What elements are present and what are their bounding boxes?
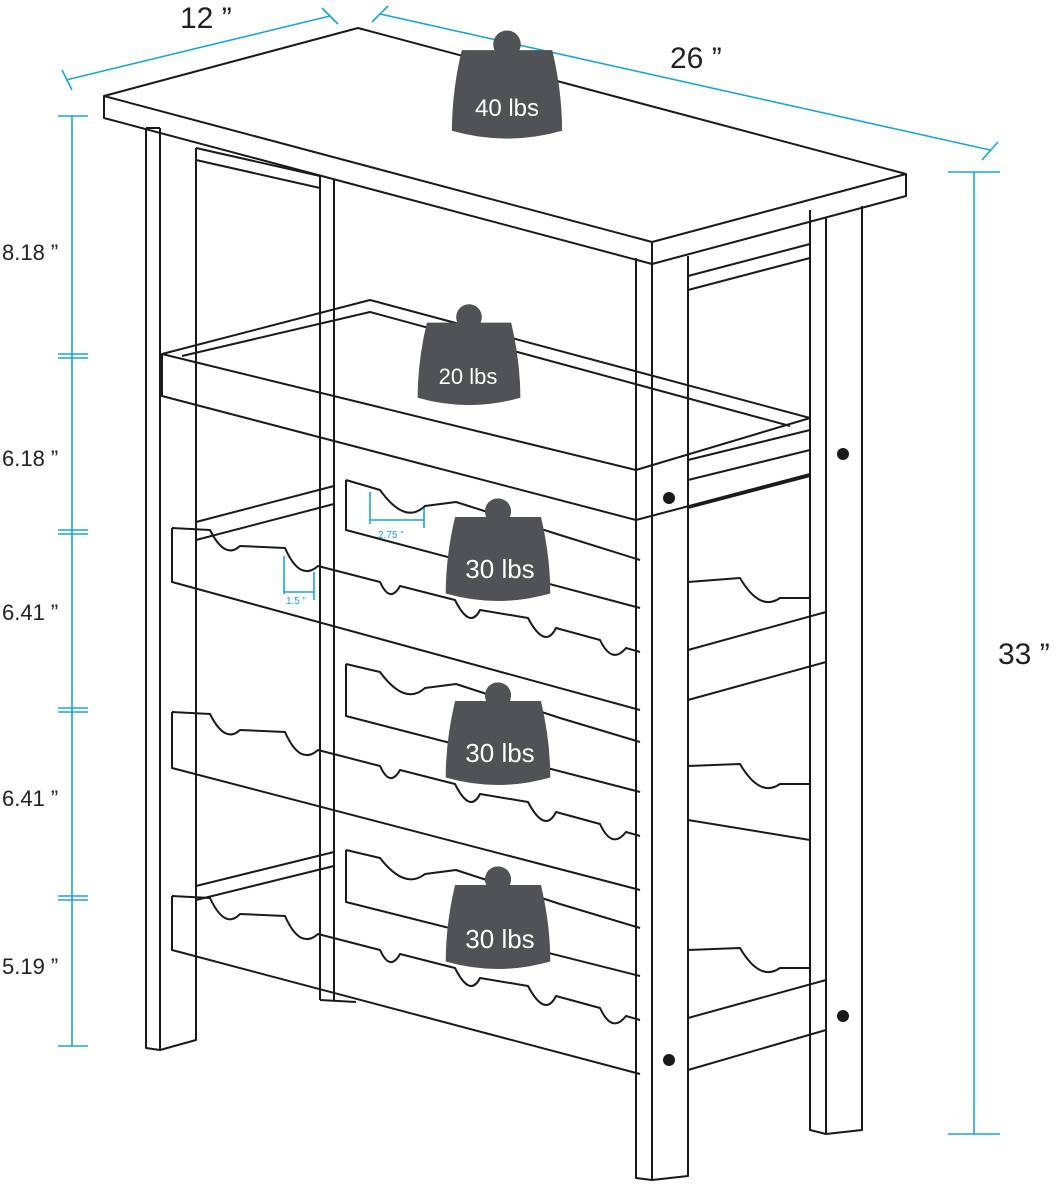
weight-rack-1: 30 lbs — [445, 498, 551, 601]
rack-3-front — [171, 895, 641, 1075]
dimension-lines — [58, 5, 1000, 1135]
side-rail-top — [195, 147, 811, 291]
cradle-spacing-label: 2.75 ” — [378, 530, 404, 541]
tray-shelf — [161, 299, 811, 521]
section-ladder-line — [58, 115, 88, 1047]
cradle-depth-label: 1.5 ” — [286, 596, 306, 607]
section-4-label: 6.41 ” — [2, 786, 58, 811]
section-3-label: 6.41 ” — [2, 600, 58, 625]
bolt-hole — [663, 492, 675, 504]
rack-3-right — [195, 851, 827, 1071]
bolt-hole — [837, 1010, 849, 1022]
weight-rack-3-label: 30 lbs — [465, 924, 534, 954]
bolt-hole — [663, 1054, 675, 1066]
weight-shelf: 20 lbs — [417, 304, 521, 406]
cradle-spacing-marker — [369, 492, 425, 528]
section-5-label: 5.19 ” — [2, 954, 58, 979]
back-right-post — [809, 206, 863, 1135]
height-label: 33 ” — [998, 638, 1050, 671]
height-dimension-line — [948, 171, 1000, 1135]
rack-2-front — [171, 711, 641, 891]
width-label: 26 ” — [670, 42, 722, 75]
depth-dimension-line — [61, 7, 339, 91]
back-left-post — [319, 176, 357, 1003]
depth-label: 12 ” — [180, 2, 232, 35]
weight-rack-2: 30 lbs — [445, 682, 551, 785]
width-dimension-line — [371, 5, 999, 161]
cradle-depth-marker — [283, 556, 315, 600]
section-1-label: 8.18 ” — [2, 240, 58, 265]
weight-shelf-label: 20 lbs — [439, 364, 498, 389]
front-left-post — [145, 127, 197, 1051]
rack-2-right — [687, 763, 811, 841]
tray-inner-rail — [687, 429, 811, 509]
rack-frame — [103, 27, 907, 1181]
front-right-post — [635, 256, 689, 1181]
rack-1-front — [171, 527, 641, 711]
weight-top-label: 40 lbs — [475, 95, 539, 122]
weight-rack-1-label: 30 lbs — [465, 554, 534, 584]
rack-1-right — [195, 485, 827, 701]
bolt-holes — [663, 448, 849, 1066]
bolt-hole — [837, 448, 849, 460]
section-2-label: 6.18 ” — [2, 446, 58, 471]
weight-rack-2-label: 30 lbs — [465, 738, 534, 768]
top-board — [103, 27, 907, 265]
weight-top: 40 lbs — [451, 30, 563, 139]
weight-rack-3: 30 lbs — [445, 866, 551, 969]
